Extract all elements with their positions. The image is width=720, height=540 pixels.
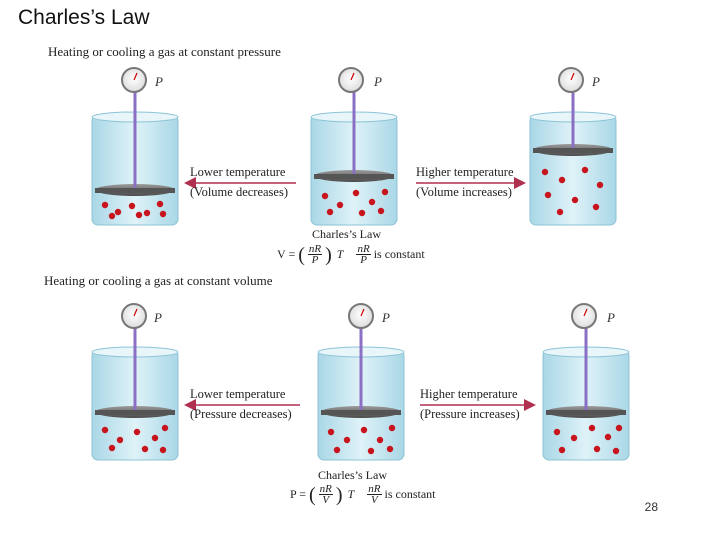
- constant-denominator: V: [371, 494, 378, 506]
- cylinder-bottom-right: [542, 328, 630, 461]
- cylinder-bottom-left: [91, 328, 179, 461]
- bottom-right-arrow-label: Higher temperature (Pressure increases): [420, 387, 520, 421]
- arrow-label-line1: Lower temperature: [190, 387, 286, 401]
- top-right-arrow-label: Higher temperature (Volume increases): [416, 165, 514, 199]
- pressure-gauge-icon: [121, 303, 147, 329]
- paren-close: ): [325, 243, 332, 266]
- equation-suffix: is constant: [373, 247, 425, 261]
- equation-lhs: V =: [277, 247, 296, 261]
- equation-suffix: is constant: [384, 487, 436, 501]
- arrow-label-line1: Lower temperature: [190, 165, 286, 179]
- law-name: Charles’s Law: [312, 227, 381, 241]
- bottom-left-arrow-label: Lower temperature (Pressure decreases): [190, 387, 292, 421]
- fraction-numerator: nR: [307, 243, 323, 255]
- constant-numerator: nR: [356, 243, 371, 255]
- cylinder-top-middle: [310, 92, 398, 226]
- equation: V = ( nR P ) T nR P is constant: [277, 243, 425, 266]
- pressure-label: P: [153, 310, 162, 325]
- pressure-label: P: [373, 74, 382, 89]
- pressure-gauge-icon: [121, 67, 147, 93]
- cylinder-top-right: [529, 92, 617, 226]
- arrow-label-line2: (Pressure decreases): [190, 407, 292, 421]
- equation-lhs: P =: [290, 487, 306, 501]
- fraction-denominator: V: [322, 494, 330, 506]
- equation-variable: T: [336, 247, 344, 261]
- arrow-label-line1: Higher temperature: [420, 387, 518, 401]
- slide-title: Charles’s Law: [18, 6, 150, 29]
- equation: P = ( nR V ) T nR V is constant: [290, 483, 436, 506]
- arrow-label-line2: (Volume increases): [416, 185, 512, 199]
- pressure-label: P: [591, 74, 600, 89]
- paren-open: (: [298, 243, 305, 266]
- constant-fraction: nR V: [367, 483, 382, 506]
- pressure-label: P: [154, 74, 163, 89]
- pressure-gauge-icon: [338, 67, 364, 93]
- pressure-label: P: [606, 310, 615, 325]
- constant-denominator: P: [360, 254, 367, 266]
- arrow-label-line2: (Volume decreases): [190, 185, 288, 199]
- equation-variable: T: [347, 487, 355, 501]
- paren-close: ): [335, 483, 343, 506]
- fraction-denominator: P: [311, 254, 319, 266]
- cylinder-bottom-middle: [317, 328, 405, 461]
- pressure-gauge-icon: [348, 303, 374, 329]
- constant-fraction: nR P: [356, 243, 371, 266]
- arrow-label-line1: Higher temperature: [416, 165, 514, 179]
- top-section-caption: Heating or cooling a gas at constant pre…: [48, 44, 281, 59]
- constant-numerator: nR: [367, 483, 382, 495]
- pressure-label: P: [381, 310, 390, 325]
- pressure-gauge-icon: [558, 67, 584, 93]
- arrow-label-line2: (Pressure increases): [420, 407, 520, 421]
- law-name: Charles’s Law: [318, 468, 387, 482]
- page-number: 28: [644, 500, 658, 514]
- fraction-numerator: nR: [318, 483, 333, 495]
- pressure-gauge-icon: [571, 303, 597, 329]
- fraction: nR P: [307, 243, 323, 266]
- top-left-arrow-label: Lower temperature (Volume decreases): [190, 165, 288, 199]
- cylinder-top-left: [91, 92, 179, 226]
- fraction: nR V: [318, 483, 333, 506]
- bottom-section-caption: Heating or cooling a gas at constant vol…: [44, 273, 273, 288]
- paren-open: (: [309, 483, 316, 506]
